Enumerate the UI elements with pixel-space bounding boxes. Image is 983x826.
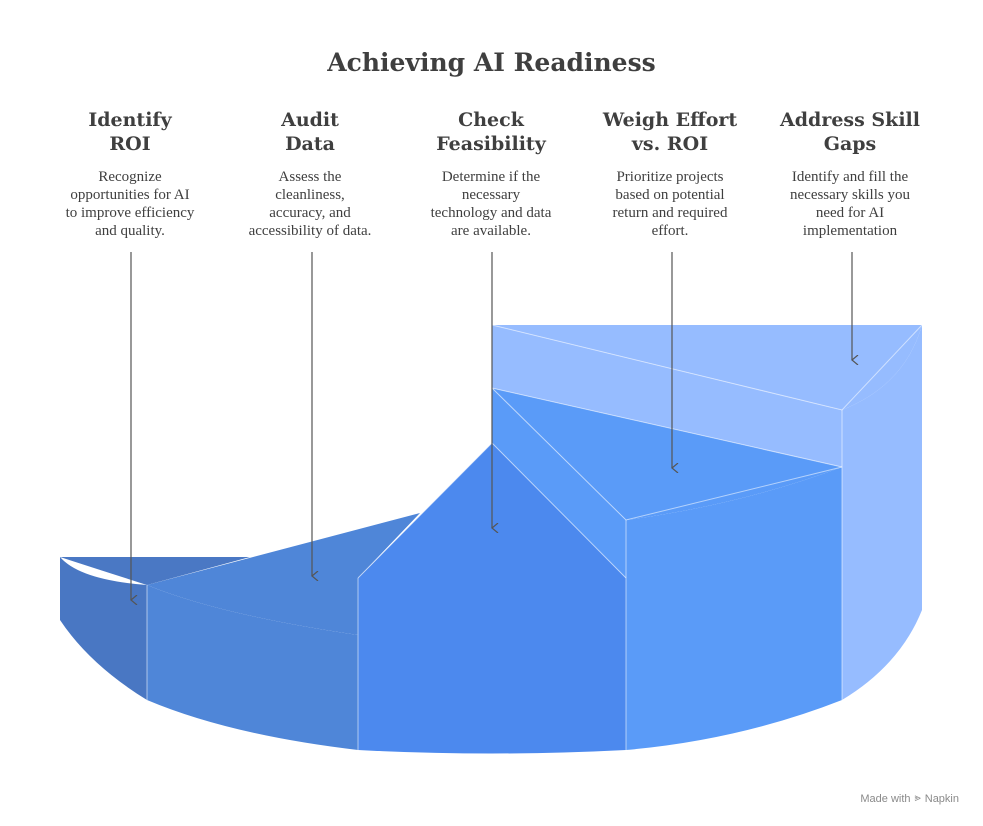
segment-5-top	[492, 325, 922, 410]
segment-edges	[146, 324, 923, 750]
segment-2-top	[147, 513, 420, 635]
step-identify-roi: Identify ROI Recognize opportunities for…	[45, 108, 215, 240]
segment-1-side	[60, 557, 147, 700]
napkin-logo-icon: ⪢	[914, 792, 921, 804]
segment-address-skill-gaps	[492, 325, 922, 700]
step-description: Recognize opportunities for AI to improv…	[65, 169, 195, 239]
step-heading: Check Feasibility	[436, 109, 546, 155]
segment-2-side	[147, 585, 358, 750]
segment-5-band	[492, 325, 842, 467]
segment-3-side	[358, 578, 626, 754]
segment-4-face	[492, 388, 626, 578]
step-description: Identify and fill the necessary skills y…	[790, 169, 910, 239]
segment-1-top	[60, 557, 250, 585]
step-audit-data: Audit Data Assess the cleanliness, accur…	[225, 108, 395, 240]
step-heading: Weigh Effort vs. ROI	[602, 109, 738, 155]
step-description: Determine if the necessary technology an…	[430, 169, 552, 239]
footer-brand: Napkin	[924, 792, 959, 805]
step-check-feasibility: Check Feasibility Determine if the neces…	[406, 108, 576, 240]
diagram-title: Achieving AI Readiness	[327, 48, 656, 77]
segment-audit-data	[147, 513, 420, 750]
segment-4-side	[626, 467, 842, 750]
made-with-napkin-footer: Made with ⪢ Napkin	[860, 792, 959, 805]
step-heading: Address Skill Gaps	[780, 109, 920, 155]
segment-4-top	[492, 388, 842, 520]
segment-identify-roi	[60, 557, 250, 700]
segment-5-side	[842, 325, 922, 700]
step-heading: Identify ROI	[88, 109, 172, 155]
step-description: Prioritize projects based on potential r…	[612, 169, 728, 239]
step-description: Assess the cleanliness, accuracy, and ac…	[248, 169, 372, 239]
segment-weigh-effort	[492, 388, 842, 750]
step-heading: Audit Data	[281, 109, 339, 155]
step-address-skill-gaps: Address Skill Gaps Identify and fill the…	[765, 108, 935, 240]
footer-made-with: Made with	[860, 792, 911, 805]
step-weigh-effort: Weigh Effort vs. ROI Prioritize projects…	[585, 108, 755, 240]
